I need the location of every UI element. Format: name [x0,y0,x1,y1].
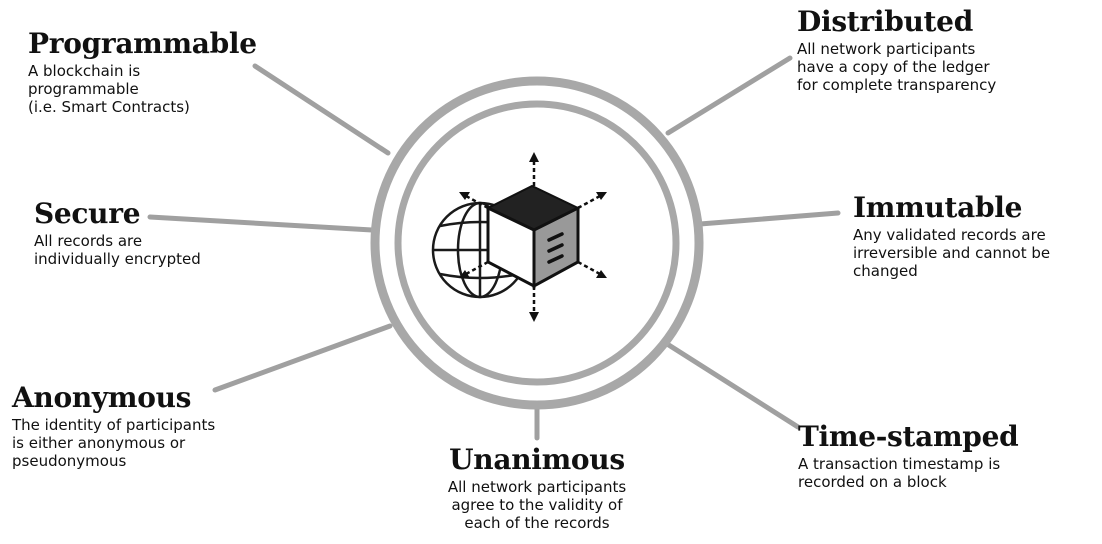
feature-unanimous: Unanimous All network participants agree… [406,443,668,533]
feature-distributed: Distributed All network participants hav… [797,5,997,95]
feature-timestamped: Time-stamped A transaction timestamp is … [798,420,1019,492]
feature-description: All network participants agree to the va… [447,478,627,532]
feature-immutable: Immutable Any validated records are irre… [853,191,1051,281]
connector-immutable [697,210,841,227]
connector-timestamped [661,339,801,430]
feature-description: The identity of participants is either a… [12,416,216,470]
feature-description: A transaction timestamp is recorded on a… [798,455,1001,491]
feature-title: Immutable [853,191,1023,224]
connector-secure [147,214,375,233]
feature-title: Unanimous [449,443,625,476]
feature-description: Any validated records are irreversible a… [853,226,1051,280]
feature-title: Distributed [797,5,973,38]
feature-title: Time-stamped [798,420,1019,453]
feature-description: A blockchain is programmable (i.e. Smart… [28,62,190,116]
blockchain-cube-globe-icon [431,152,607,322]
feature-secure: Secure All records are individually encr… [34,197,201,269]
connector-anonymous [212,323,393,393]
feature-title: Programmable [28,27,257,60]
feature-description: All network participants have a copy of … [797,40,997,94]
feature-title: Secure [34,197,141,230]
feature-programmable: Programmable A blockchain is programmabl… [28,27,257,117]
connector-programmable [252,63,391,156]
feature-anonymous: Anonymous The identity of participants i… [12,381,216,471]
connector-distributed [665,55,793,136]
feature-description: All records are individually encrypted [34,232,201,268]
feature-title: Anonymous [12,381,192,414]
